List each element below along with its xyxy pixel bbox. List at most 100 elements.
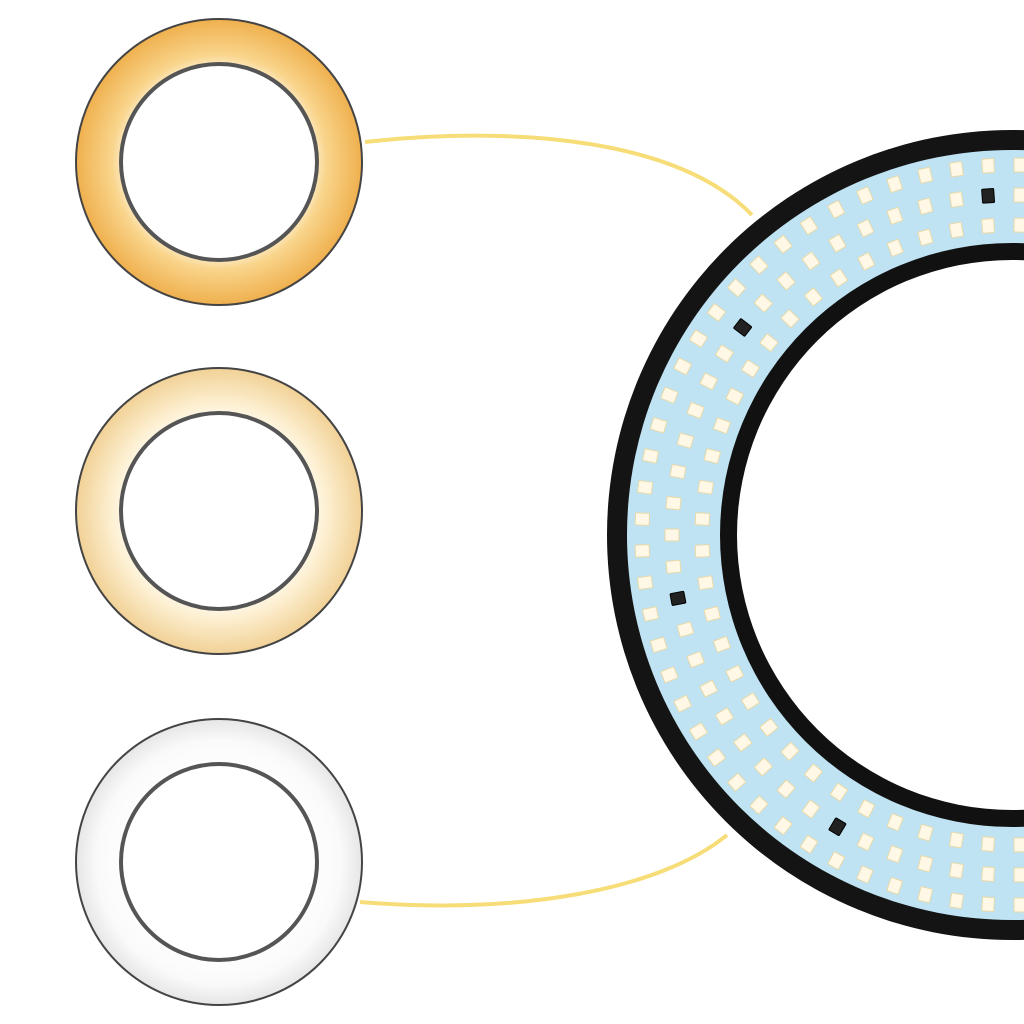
- led-chip: [727, 278, 746, 298]
- led-chip: [917, 228, 934, 247]
- led-chip: [886, 238, 904, 257]
- led-chip: [642, 606, 659, 622]
- mode-ring-inner: [119, 411, 319, 611]
- led-chip: [827, 851, 846, 870]
- led-chip: [713, 417, 731, 434]
- led-chip: [689, 722, 708, 741]
- led-chip: [773, 816, 793, 835]
- led-chip: [703, 448, 721, 464]
- light-mode-warm: [75, 18, 363, 306]
- resistor-chip: [828, 817, 847, 836]
- led-chip: [886, 813, 904, 832]
- led-chip: [804, 763, 823, 783]
- led-chip: [660, 386, 679, 404]
- led-chip: [886, 175, 903, 193]
- led-chip: [801, 799, 820, 819]
- led-chip: [1013, 837, 1024, 853]
- led-chip: [741, 359, 760, 378]
- led-chip: [827, 200, 846, 219]
- mode-ring-inner: [119, 62, 319, 262]
- led-chip: [665, 496, 682, 511]
- led-chip: [776, 271, 796, 291]
- led-chip: [799, 835, 818, 854]
- led-chip: [676, 432, 695, 449]
- led-chip: [686, 651, 705, 668]
- led-chip: [673, 357, 692, 376]
- led-chip: [689, 329, 708, 348]
- led-chip: [715, 344, 734, 363]
- led-chip: [725, 387, 744, 406]
- led-chip: [828, 234, 847, 253]
- led-chip: [949, 161, 964, 178]
- led-chip: [780, 309, 800, 328]
- led-chip: [725, 664, 744, 683]
- led-chip: [642, 448, 659, 464]
- led-chip: [697, 479, 714, 495]
- led-chip: [1013, 187, 1024, 203]
- resistor-chip: [669, 590, 687, 606]
- led-chip: [981, 866, 996, 882]
- led-chip: [664, 528, 680, 542]
- led-chip: [649, 636, 668, 653]
- led-chip: [773, 235, 793, 254]
- led-chip: [634, 544, 651, 558]
- led-chip: [804, 287, 823, 307]
- led-chip: [741, 692, 760, 711]
- led-chip: [981, 896, 996, 913]
- led-chip: [749, 795, 769, 815]
- led-chip: [727, 772, 746, 792]
- led-chip: [856, 186, 874, 205]
- led-chip: [917, 823, 934, 842]
- led-chip: [707, 748, 726, 767]
- led-chip: [733, 733, 752, 752]
- led-chip: [886, 845, 904, 864]
- resistor-chip: [733, 318, 752, 337]
- led-chip: [949, 191, 964, 208]
- led-chip: [649, 417, 668, 434]
- light-mode-neutral: [75, 367, 363, 655]
- led-chip: [669, 464, 687, 480]
- led-chip: [857, 799, 876, 818]
- mode-ring-inner: [119, 762, 319, 962]
- led-chip: [686, 402, 705, 419]
- resistor-chip: [981, 188, 996, 204]
- led-chip: [694, 544, 711, 558]
- connector-line-cool: [359, 833, 729, 908]
- led-chip: [759, 718, 779, 737]
- led-chip: [634, 512, 651, 526]
- led-chip: [636, 480, 654, 495]
- led-chip: [886, 206, 904, 225]
- led-chip: [856, 219, 875, 238]
- led-chip: [917, 166, 934, 184]
- led-chip: [776, 779, 796, 799]
- led-chip: [948, 221, 964, 239]
- led-chip: [1013, 217, 1024, 233]
- led-chip: [713, 636, 731, 653]
- light-mode-cool: [75, 718, 363, 1006]
- ring-center-opening: [737, 260, 1024, 810]
- led-chip: [981, 157, 996, 174]
- led-chip: [949, 892, 964, 909]
- led-chip: [801, 251, 820, 271]
- led-chip: [829, 268, 848, 288]
- led-chip: [829, 782, 848, 802]
- led-chip: [694, 512, 711, 526]
- led-chip: [917, 886, 934, 904]
- led-chip: [981, 218, 996, 234]
- led-chip: [799, 216, 818, 235]
- led-chip: [703, 606, 721, 622]
- led-chip: [856, 865, 874, 884]
- led-chip: [949, 862, 964, 879]
- led-chip: [856, 832, 875, 851]
- led-chip: [699, 372, 718, 391]
- ring-light: [607, 130, 1024, 940]
- led-chip: [665, 559, 682, 574]
- led-chip: [676, 621, 695, 638]
- connector-line-warm: [364, 133, 754, 217]
- led-chip: [857, 252, 876, 271]
- led-chip: [699, 679, 718, 698]
- led-chip: [749, 255, 769, 275]
- led-chip: [917, 855, 934, 873]
- led-chip: [753, 293, 773, 313]
- led-chip: [707, 303, 726, 322]
